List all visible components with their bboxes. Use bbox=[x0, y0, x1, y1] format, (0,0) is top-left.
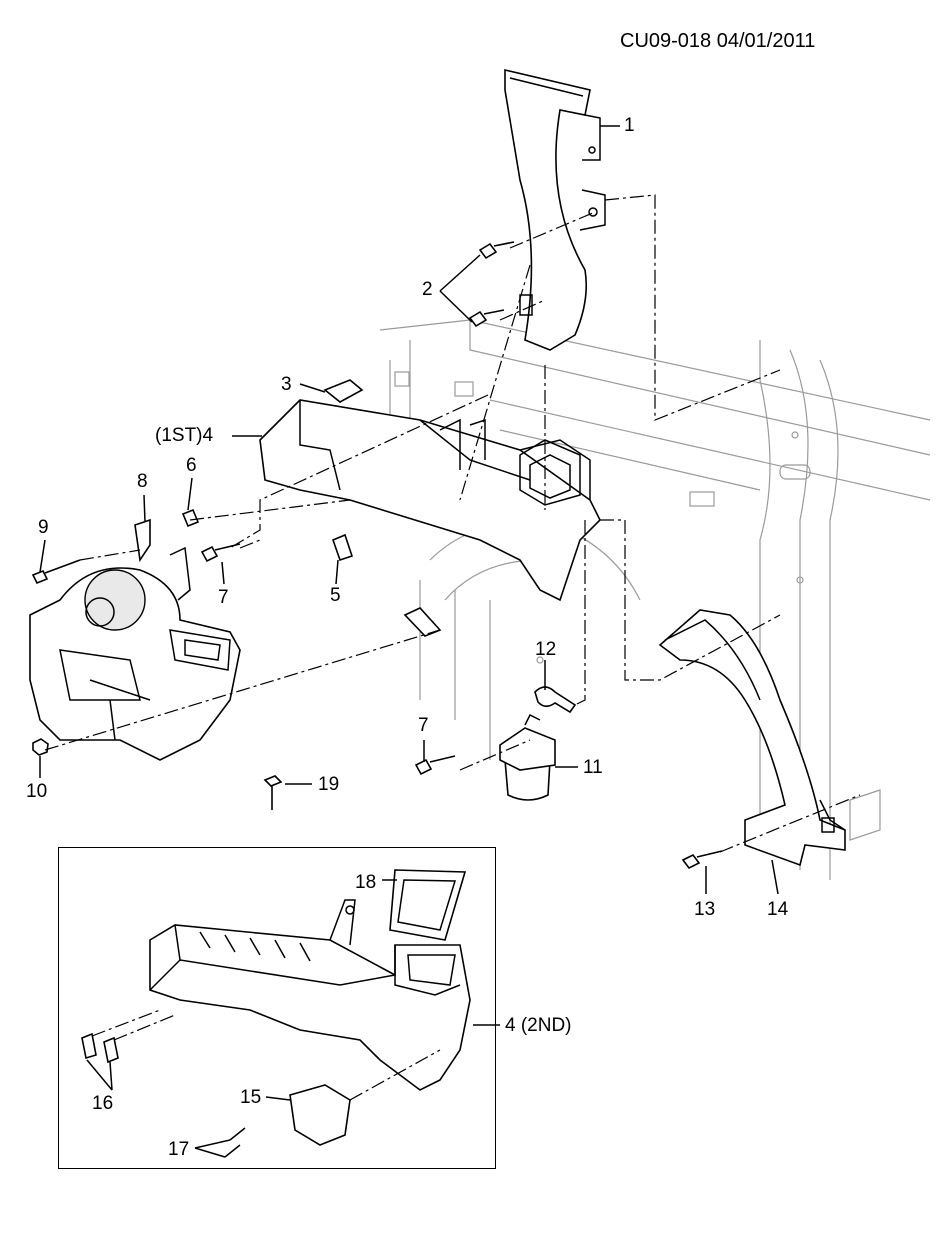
upper-duct-part bbox=[504, 68, 606, 351]
lower-duct-part bbox=[658, 609, 846, 867]
inset-leader-lines bbox=[86, 879, 500, 1158]
callout-1: 1 bbox=[624, 115, 635, 136]
rear-duct-2nd-part bbox=[149, 899, 471, 1091]
actuator-part-15 bbox=[289, 1049, 441, 1146]
assembly-lines bbox=[44, 194, 861, 853]
clamp-part-12 bbox=[534, 686, 577, 714]
callout-2: 2 bbox=[422, 279, 433, 300]
callout-14: 14 bbox=[767, 899, 789, 920]
gasket-part-18 bbox=[389, 869, 467, 941]
blower-unit-part bbox=[29, 518, 241, 761]
callout-4-2nd: 4 (2ND) bbox=[505, 1015, 572, 1036]
bolt-part-7b bbox=[414, 755, 456, 776]
bolt-part-2 bbox=[468, 241, 515, 328]
nut-part-10 bbox=[32, 738, 49, 756]
clip-part-16 bbox=[81, 1009, 176, 1064]
callout-19: 19 bbox=[318, 774, 340, 795]
clip-part-6 bbox=[181, 508, 200, 528]
actuator-part-11 bbox=[499, 713, 556, 801]
callout-16: 16 bbox=[92, 1093, 114, 1114]
bolt-part-19 bbox=[263, 775, 283, 810]
callout-6: 6 bbox=[186, 455, 197, 476]
clip-part-5 bbox=[331, 533, 354, 562]
callout-7b: 7 bbox=[418, 715, 429, 736]
document-reference: CU09-018 04/01/2011 bbox=[620, 30, 816, 52]
bolt-part-9 bbox=[31, 559, 81, 585]
callout-10: 10 bbox=[26, 781, 48, 802]
clip-part-3 bbox=[323, 379, 364, 403]
callout-4-1st: (1ST)4 bbox=[155, 425, 214, 446]
callout-3: 3 bbox=[281, 374, 292, 395]
callout-15: 15 bbox=[240, 1087, 262, 1108]
callout-13: 13 bbox=[694, 899, 716, 920]
callout-5: 5 bbox=[330, 585, 341, 606]
leader-lines bbox=[39, 125, 779, 895]
callout-9: 9 bbox=[38, 517, 49, 538]
screw-part-17 bbox=[224, 1127, 246, 1158]
callout-18: 18 bbox=[355, 872, 377, 893]
callout-11: 11 bbox=[583, 757, 603, 778]
callout-7a: 7 bbox=[218, 587, 229, 608]
bolt-part-13 bbox=[681, 850, 723, 870]
rear-duct-1st-part bbox=[259, 399, 601, 602]
bolt-part-7a bbox=[200, 543, 241, 563]
vehicle-body-background bbox=[379, 319, 931, 880]
callout-8: 8 bbox=[137, 471, 148, 492]
inset-2nd-row-frame bbox=[58, 847, 496, 1169]
callout-17: 17 bbox=[168, 1139, 190, 1160]
callout-12: 12 bbox=[535, 639, 557, 660]
